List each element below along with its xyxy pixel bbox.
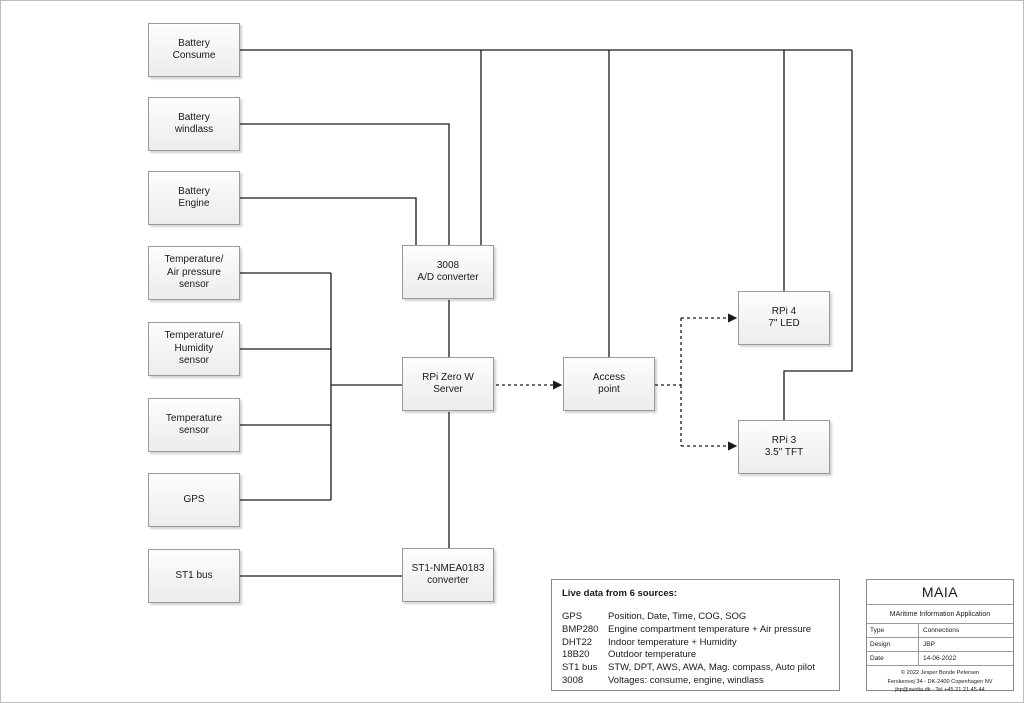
battery-engine-box: Battery Engine (148, 171, 240, 225)
title-block-row-design: Design JBP (867, 638, 1013, 652)
design-value: JBP (923, 641, 935, 648)
legend-key: 18B20 (562, 649, 590, 661)
access-point-box: Access point (563, 357, 655, 411)
rpi3-box: RPi 3 3.5" TFT (738, 420, 830, 474)
legend-row: GPS Position, Date, Time, COG, SOG (562, 611, 829, 624)
rpi4-box: RPi 4 7" LED (738, 291, 830, 345)
address-line: Ferskenvej 34 - DK-2400 Copenhagen NV (887, 678, 993, 685)
battery-consume-box: Battery Consume (148, 23, 240, 77)
legend-row: 3008 Voltages: consume, engine, windlass (562, 675, 829, 688)
temp-air-pressure-sensor-box: Temperature/ Air pressure sensor (148, 246, 240, 300)
legend-key: GPS (562, 611, 583, 622)
contact-line: jbp@avidia.dk - Tel +45 21 21 45 44 (895, 687, 985, 693)
legend-key: BMP280 (562, 623, 599, 635)
date-value: 14-06-2022 (923, 655, 957, 662)
legend-value: Engine compartment temperature + Air pre… (608, 623, 812, 635)
legend-value: Position, Date, Time, COG, SOG (608, 611, 747, 622)
windlass-to-ad (240, 123, 450, 245)
type-value: Connections (923, 627, 960, 634)
title-block-row-type: Type Connections (867, 624, 1013, 638)
legend-value: Voltages: consume, engine, windlass (608, 674, 764, 686)
legend-row: DHT22 Indoor temperature + Humidity (562, 637, 829, 650)
title-block: MAIA MAritime Information Application Ty… (866, 579, 1014, 693)
type-label: Type (867, 624, 919, 637)
date-label: Date (867, 652, 919, 665)
legend-value: Outdoor temperature (608, 649, 697, 661)
design-label: Design (867, 638, 919, 651)
gps-box: GPS (148, 473, 240, 527)
ad-converter-box: 3008 A/D converter (402, 245, 494, 299)
st1-nmea-converter-box: ST1-NMEA0183 converter (402, 548, 494, 602)
legend-title: Live data from 6 sources: (562, 588, 678, 599)
project-subtitle: MAritime Information Application (867, 605, 1013, 624)
temperature-sensor-box: Temperature sensor (148, 398, 240, 452)
battery-windlass-box: Battery windlass (148, 97, 240, 151)
legend-key: 3008 (562, 674, 584, 686)
legend-row: ST1 bus STW, DPT, AWS, AWA, Mag. compass,… (562, 662, 829, 675)
rpi-zero-server-box: RPi Zero W Server (402, 357, 494, 411)
legend-key: ST1 bus (562, 662, 598, 674)
copyright-footer: © 2022 Jesper Bonde Petersen Ferskenvej … (867, 666, 1013, 695)
legend-value: STW, DPT, AWS, AWA, Mag. compass, Auto p… (608, 662, 815, 674)
engine-to-ad (240, 197, 417, 245)
legend-key: DHT22 (562, 636, 593, 648)
legend-value: Indoor temperature + Humidity (608, 636, 737, 648)
wifi-ap-trunk (655, 318, 682, 386)
temp-humidity-sensor-box: Temperature/ Humidity sensor (148, 322, 240, 376)
legend-row: BMP280 Engine compartment temperature + A… (562, 624, 829, 637)
project-title: MAIA (867, 580, 1013, 605)
copyright-line: © 2022 Jesper Bonde Petersen (900, 670, 980, 676)
st1-bus-box: ST1 bus (148, 549, 240, 603)
title-block-row-date: Date 14-06-2022 (867, 652, 1013, 666)
live-data-legend: Live data from 6 sources: GPS Position, D… (551, 579, 840, 691)
legend-row: 18B20 Outdoor temperature (562, 649, 829, 662)
bus-to-rpi3 (783, 50, 853, 420)
